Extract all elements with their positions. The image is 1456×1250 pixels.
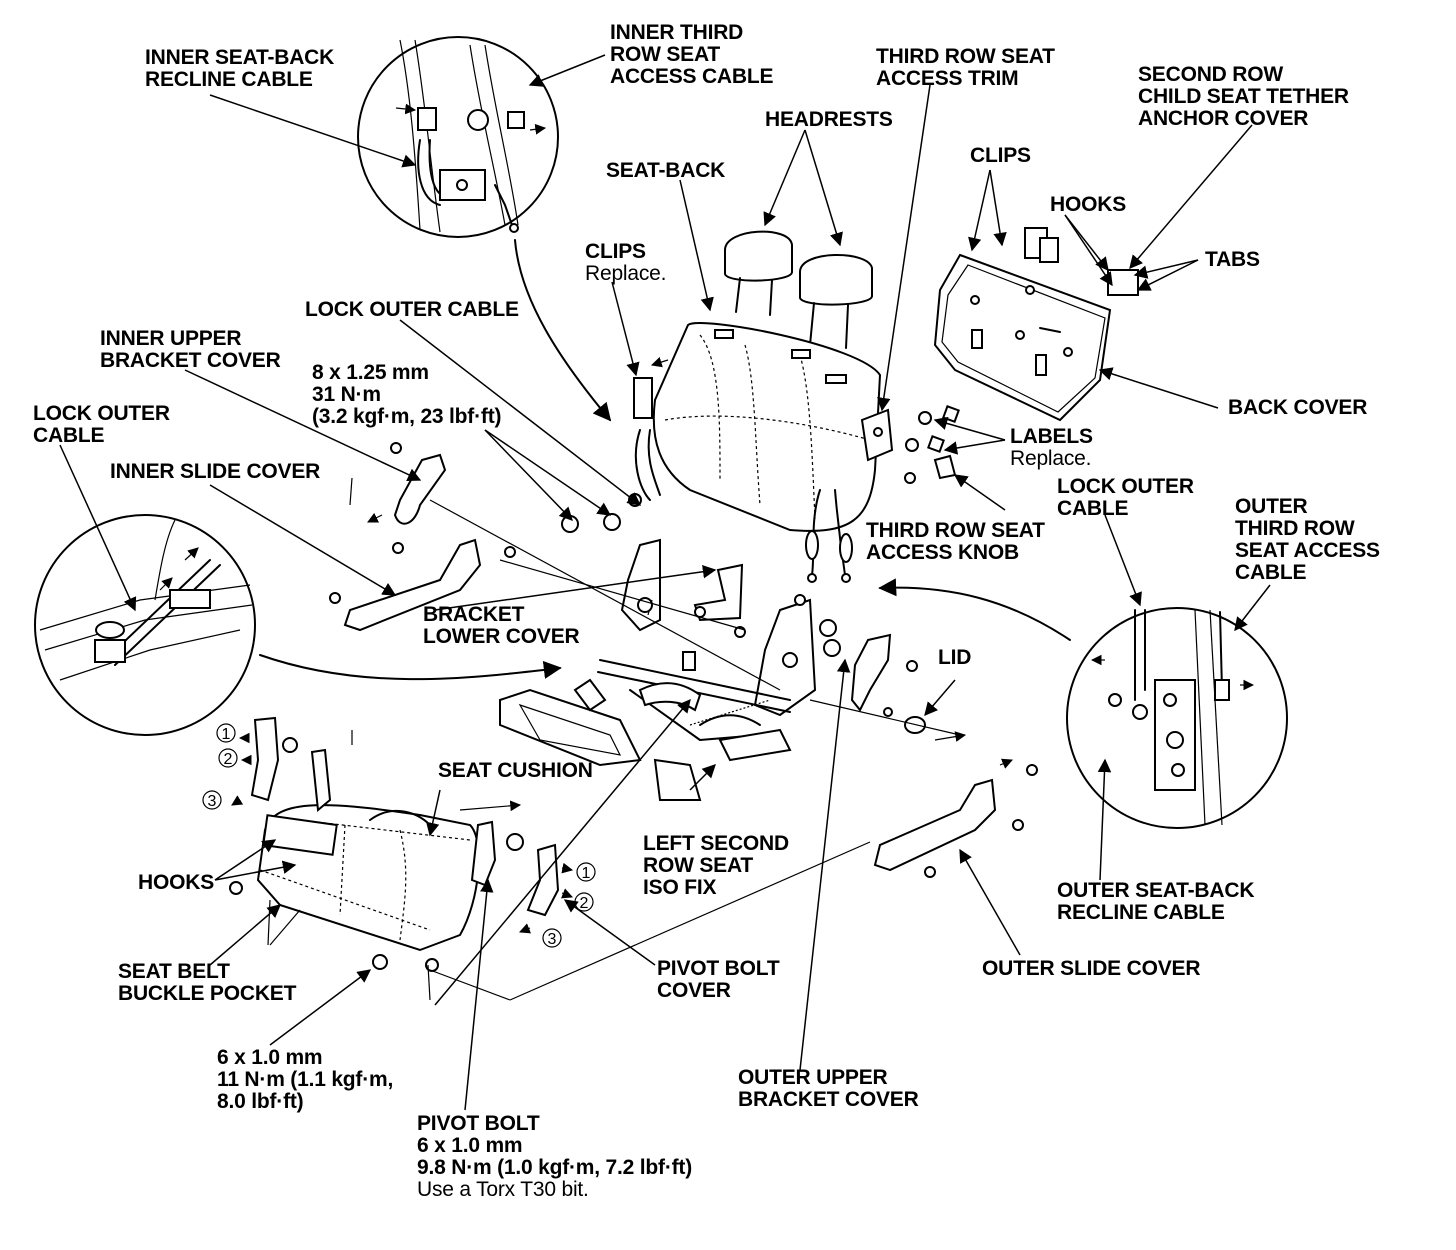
guide-lines [267,499,961,1001]
step-number-3: 3 [548,931,557,948]
label-lock-outer-cable-center: LOCK OUTER CABLE [305,298,519,321]
label-bolt-6mm: 6 x 1.0 mm 11 N·m (1.1 kgf·m, 8.0 lbf·ft… [217,1046,394,1113]
label-stickers [927,405,960,453]
label-third-row-access-knob: THIRD ROW SEAT ACCESS KNOB [866,519,1045,564]
access-knob [933,454,957,480]
right-bolts [794,594,841,657]
label-hooks-top: HOOKS [1050,193,1127,216]
outer-upper-bracket-cover [850,633,918,717]
label-clips-top: CLIPS [970,144,1031,167]
label-back-cover: BACK COVER [1228,396,1368,419]
label-pivot-bolt: PIVOT BOLT 6 x 1.0 mm 9.8 N·m (1.0 kgf·m… [417,1112,693,1201]
label-second-row-tether-cover: SECOND ROW CHILD SEAT TETHER ANCHOR COVE… [1138,63,1349,130]
seat-cushion [229,804,480,972]
headrest-left [724,230,793,316]
detail-circle-outer-cables [1066,607,1288,829]
screws-right [904,411,932,484]
step-number-3: 3 [208,793,217,810]
leader-lines [59,54,1271,1111]
label-lock-outer-cable-right: LOCK OUTER CABLE [1057,475,1194,520]
pivot-bolt-cover-right [470,820,560,917]
label-inner-slide-cover: INNER SLIDE COVER [110,460,321,483]
label-seat-back: SEAT-BACK [606,159,726,182]
back-cover [933,227,1139,422]
label-inner-seatback-recline-cable: INNER SEAT-BACK RECLINE CABLE [145,46,335,91]
inner-upper-bracket-cover [390,442,447,525]
access-trim [860,408,894,462]
label-lock-outer-cable-left: LOCK OUTER CABLE [33,402,170,447]
headrest-right [799,253,873,349]
label-seat-cushion: SEAT CUSHION [438,759,593,782]
label-headrests: HEADRESTS [765,108,893,131]
step-number-2: 2 [580,895,589,912]
label-outer-third-row-access-cable: OUTER THIRD ROW SEAT ACCESS CABLE [1235,495,1380,584]
step-number-2: 2 [224,751,233,768]
label-labels-replace: LABELS Replace. [1010,425,1093,470]
label-inner-upper-bracket-cover: INNER UPPER BRACKET COVER [100,327,281,372]
inner-slide-cover [329,538,516,632]
seat-frame [499,538,817,801]
label-clips-replace: CLIPS Replace. [585,240,667,285]
label-pivot-bolt-cover: PIVOT BOLT COVER [657,957,780,1002]
label-third-row-access-trim: THIRD ROW SEAT ACCESS TRIM [876,45,1055,90]
label-lid: LID [938,646,972,669]
outer-slide-cover [873,758,1038,878]
label-bolt-8mm: 8 x 1.25 mm 31 N·m (3.2 kgf·m, 23 lbf·ft… [312,361,502,428]
label-inner-third-row-access-cable: INNER THIRD ROW SEAT ACCESS CABLE [610,21,774,88]
label-hooks-bottom: HOOKS [138,871,215,894]
pivot-bolt-cover-left [250,716,332,812]
label-left-second-row-isofix: LEFT SECOND ROW SEAT ISO FIX [643,832,789,899]
step-number-1: 1 [582,865,591,882]
bracket-lower-cover [693,563,746,638]
step-numbers-left: 1 2 3 [202,723,252,810]
label-bracket-lower-cover: BRACKET LOWER COVER [423,603,580,648]
detail-circle-inner-cables [357,36,559,238]
label-outer-slide-cover: OUTER SLIDE COVER [982,957,1201,980]
label-outer-upper-bracket-cover: OUTER UPPER BRACKET COVER [738,1066,919,1111]
seat-back [633,322,882,583]
label-seat-belt-buckle-pocket: SEAT BELT BUCKLE POCKET [118,960,297,1005]
detail-circle-inner-slide [34,514,256,736]
label-tabs: TABS [1205,248,1260,271]
step-number-1: 1 [222,726,231,743]
label-outer-seatback-recline-cable: OUTER SEAT-BACK RECLINE CABLE [1057,879,1255,924]
center-bolts [561,493,642,533]
